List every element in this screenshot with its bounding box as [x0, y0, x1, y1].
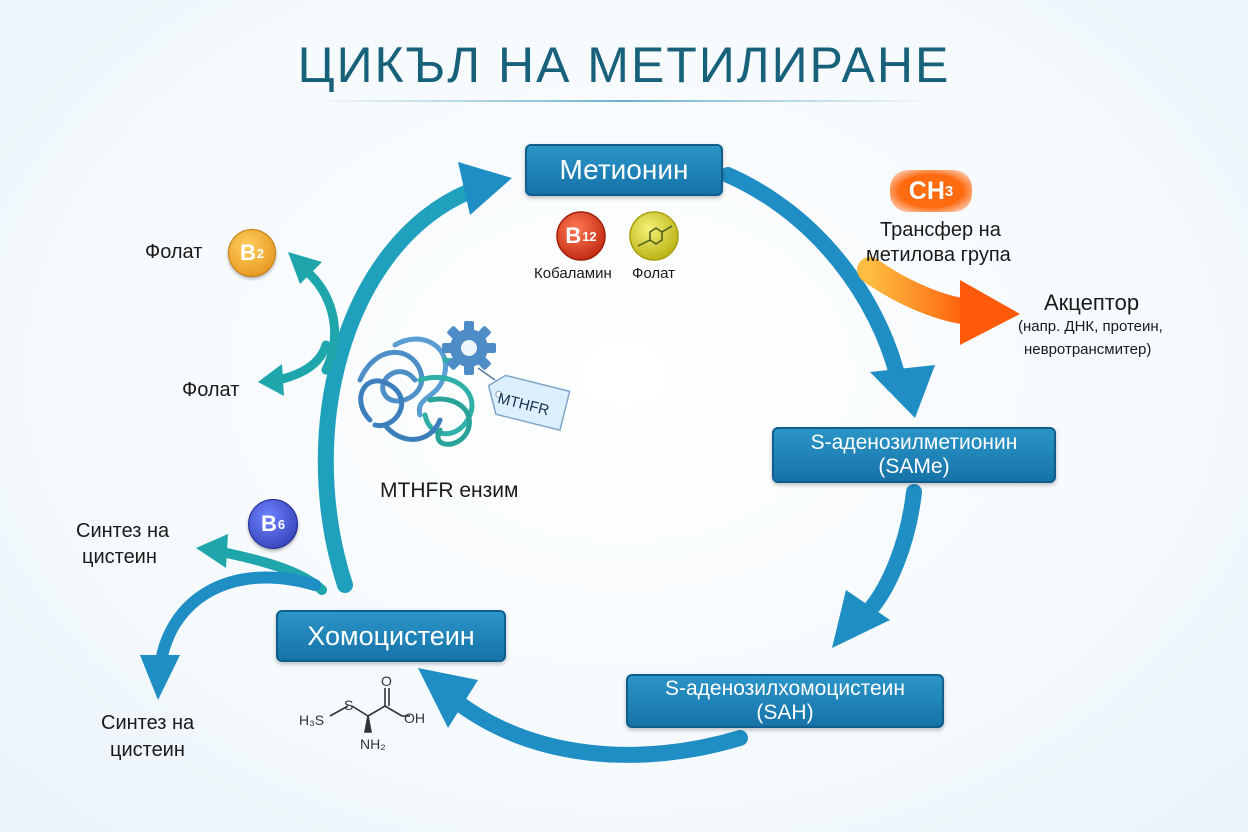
arrow-methionine-to-same-head [870, 365, 935, 418]
arrow-folate-down [273, 340, 331, 385]
atom-s: S [344, 697, 354, 713]
b12-name: Кобаламин [534, 265, 612, 282]
b6-letter: B [260, 511, 277, 536]
title-divider [312, 100, 936, 102]
b6-number: 6 [277, 516, 286, 532]
acceptor-note-line2: невротрансмитер) [1024, 341, 1152, 358]
folate-center-badge [629, 211, 679, 261]
arrow-same-to-sah [860, 484, 922, 620]
arrow-sah-to-homocysteine [444, 690, 748, 763]
folate-center-name: Фолат [632, 265, 676, 282]
cysteine-lower-line1: Синтез на [101, 712, 195, 734]
atom-oh: OH [404, 710, 425, 726]
methyl-transfer-label-line1: Трансфер на [880, 219, 1001, 241]
node-same[interactable]: S-аденозилметионин (SAMe) [772, 427, 1056, 483]
acceptor-note-line1: (напр. ДНК, протеин, [1018, 318, 1163, 335]
arrow-cysteine-lower [154, 571, 321, 674]
cysteine-lower-line2: цистеин [110, 739, 185, 761]
arrow-sah-to-homocysteine-head [418, 668, 478, 728]
b12-number: 12 [582, 228, 597, 244]
node-sah[interactable]: S-аденозилхомоцистеин (SAH) [626, 674, 944, 728]
b12-letter: B [565, 223, 582, 248]
arrow-cysteine-lower-head [140, 655, 180, 700]
node-sah-line2: (SAH) [756, 701, 814, 724]
atom-h3s: H₃S [299, 712, 325, 728]
atom-o: O [381, 673, 392, 689]
mthfr-tag [487, 374, 571, 432]
node-homocysteine[interactable]: Хомоцистеин [276, 610, 506, 662]
b2-letter: B [239, 240, 256, 265]
gear-icon [442, 321, 496, 375]
node-same-line2: (SAMe) [878, 455, 950, 478]
tag-string [477, 367, 496, 381]
arrow-methionine-to-same [720, 167, 906, 386]
node-methionine-label: Метионин [559, 154, 689, 186]
node-sah-line1: S-аденозилхомоцистеин [665, 677, 905, 701]
folate-top-label: Фолат [145, 241, 203, 263]
methyl-transfer-arrow-head [960, 280, 1020, 345]
homocysteine-structure [329, 688, 410, 733]
cysteine-upper-line2: цистеин [82, 546, 157, 568]
node-homocysteine-label: Хомоцистеин [307, 620, 475, 651]
arrow-folate-top-head [288, 252, 322, 284]
cysteine-upper-line1: Синтез на [76, 520, 170, 542]
methyl-transfer-label-line2: метилова група [866, 244, 1011, 266]
arrow-folate-bottom-head [258, 364, 284, 396]
folate-molecule-icon [637, 225, 673, 247]
b2-number: 2 [256, 245, 265, 261]
ch3-sub: 3 [944, 182, 954, 200]
folate-bottom-label: Фолат [182, 379, 240, 401]
node-methionine[interactable]: Метионин [525, 144, 723, 196]
atom-nh2: NH₂ [360, 736, 386, 752]
methyl-transfer-arrow [857, 257, 983, 325]
b12-badge [556, 211, 606, 261]
arrow-cysteine-upper-head [196, 534, 228, 568]
arrow-homocysteine-to-methionine [317, 184, 476, 593]
ch3-main: CH [908, 176, 945, 205]
arrow-homocysteine-to-methionine-head [458, 162, 512, 215]
acceptor-label: Акцептор [1044, 290, 1140, 315]
mthfr-enzyme-caption: MTHFR ензим [380, 479, 519, 502]
arrow-folate-branch [300, 265, 339, 375]
node-same-line1: S-аденозилметионин [810, 431, 1018, 455]
page-title: ЦИКЪЛ НА МЕТИЛИРАНЕ [297, 37, 951, 93]
arrow-same-to-sah-head [832, 590, 890, 648]
